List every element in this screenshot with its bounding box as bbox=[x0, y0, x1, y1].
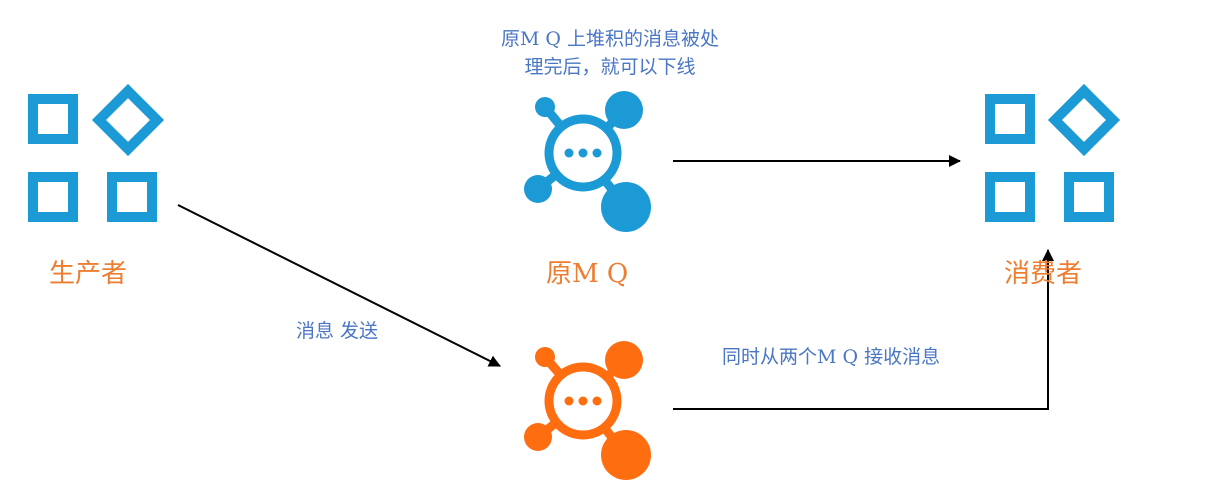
producer-label: 生产者 bbox=[49, 259, 128, 289]
producer-apps-icon bbox=[28, 83, 165, 222]
new-mq-queue-icon bbox=[524, 341, 651, 480]
old-mq-queue-icon bbox=[524, 91, 651, 232]
arrow-producer-to-new-mq bbox=[177, 204, 501, 367]
consumer-label: 消费者 bbox=[1004, 259, 1083, 289]
arrow-new-mq-to-consumer bbox=[673, 249, 1054, 410]
send-message-note: 消息 发送 bbox=[296, 320, 379, 342]
old-mq-label: 原M Q bbox=[546, 259, 629, 289]
old-mq-retire-note-line-1: 原M Q 上堆积的消息被处 bbox=[500, 28, 720, 50]
old-mq-retire-note-line-2: 理完后，就可以下线 bbox=[524, 55, 696, 78]
old-mq-retire-note: 原M Q 上堆积的消息被处 理完后，就可以下线 bbox=[470, 26, 750, 81]
consume-both-note: 同时从两个M Q 接收消息 bbox=[722, 346, 941, 368]
consumer-apps-icon bbox=[985, 83, 1121, 222]
